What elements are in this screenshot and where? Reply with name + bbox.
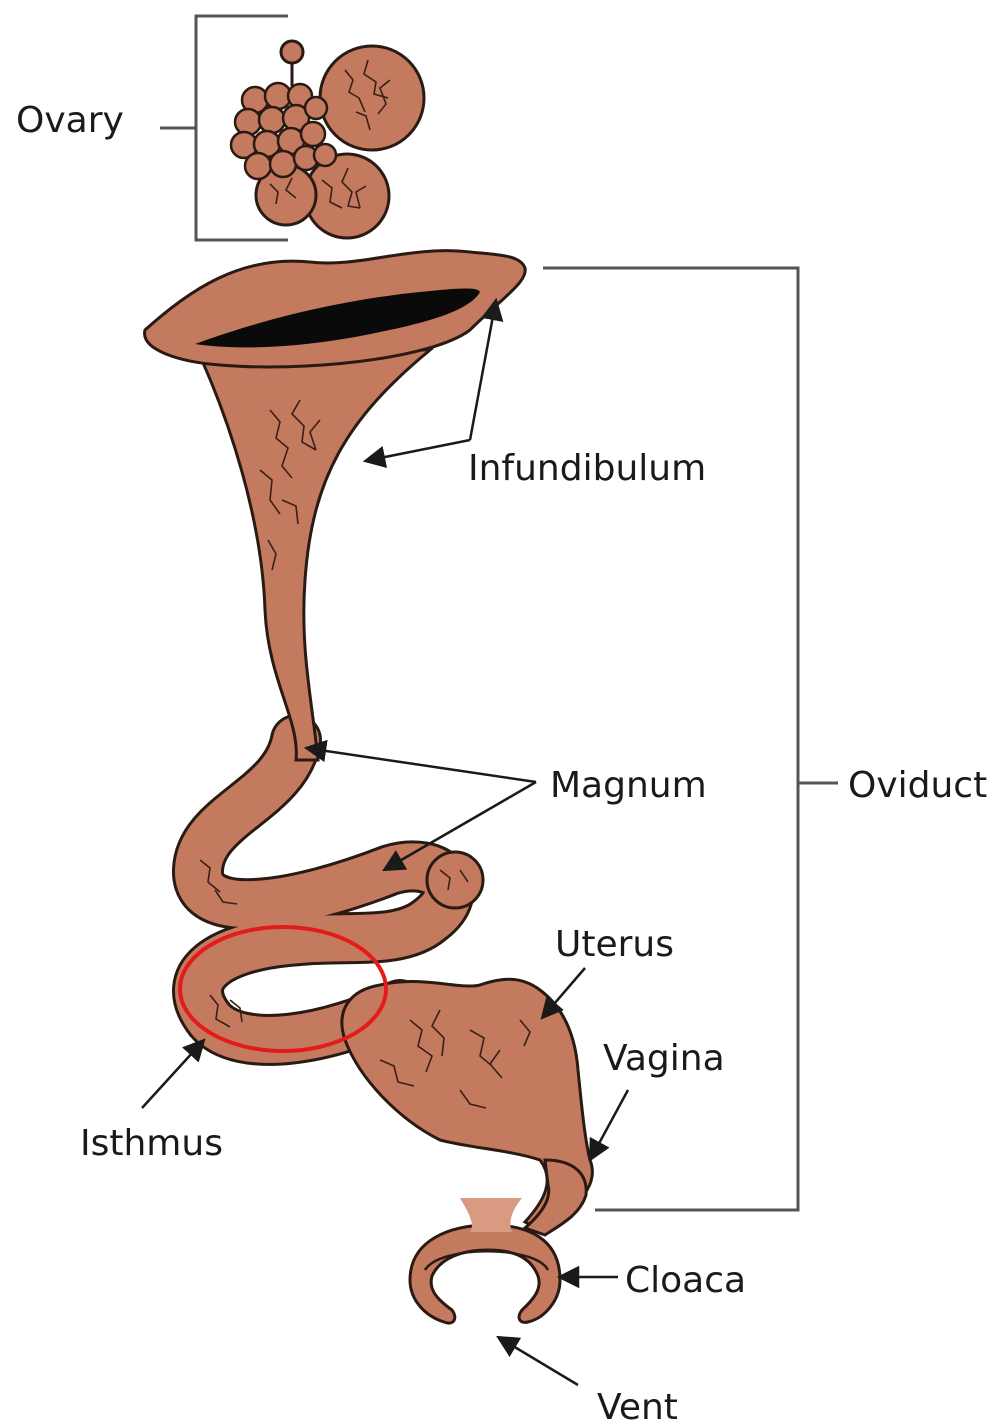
- infundibulum-stem: [195, 345, 430, 760]
- isthmus-label: Isthmus: [80, 1123, 223, 1164]
- infundibulum-arrow-lower: [365, 440, 470, 461]
- oviduct-label: Oviduct: [848, 765, 987, 806]
- vagina-arrow: [590, 1090, 628, 1160]
- uterus-arrow: [542, 968, 585, 1018]
- cloaca-label: Cloaca: [625, 1260, 746, 1301]
- ovary-follicle-cluster: [231, 83, 336, 179]
- vent-label: Vent: [597, 1387, 678, 1427]
- vagina-tube: [525, 1160, 586, 1235]
- infundibulum-label: Infundibulum: [468, 448, 706, 489]
- ovary-follicle-large: [320, 46, 424, 150]
- vent-arrow: [498, 1337, 578, 1385]
- isthmus-arrow: [142, 1040, 204, 1108]
- uterus-label: Uterus: [555, 924, 674, 965]
- ovary-illustration: [160, 16, 424, 240]
- oviduct-illustration: [145, 251, 593, 1235]
- ovary-follicle-medium: [305, 154, 389, 238]
- cloaca-body: [410, 1225, 560, 1323]
- ovary-follicle-tiny: [281, 41, 303, 63]
- magnum-arrow-upper: [306, 748, 536, 782]
- magnum-label: Magnum: [550, 765, 707, 806]
- magnum-bulb: [427, 852, 483, 908]
- ovary-label: Ovary: [16, 100, 124, 141]
- vagina-label: Vagina: [603, 1038, 725, 1079]
